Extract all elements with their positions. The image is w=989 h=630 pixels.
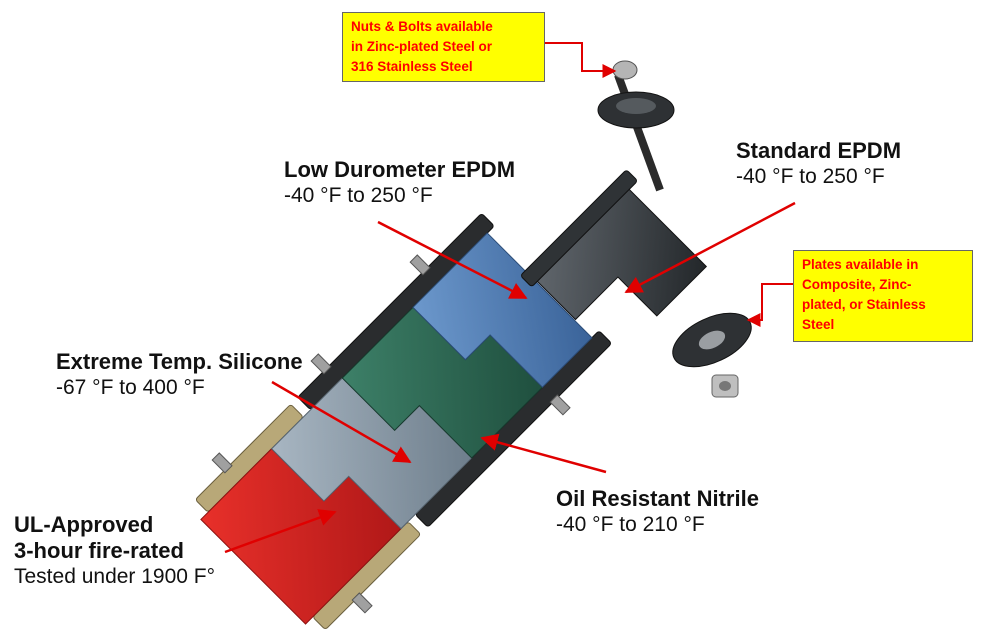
- label-oil-nitrile: Oil Resistant Nitrile -40 °F to 210 °F: [556, 486, 759, 538]
- arrow-extreme-silicone: [271, 380, 412, 464]
- side-plate-assembly: [672, 312, 752, 398]
- standard-epdm-seal: [521, 170, 708, 321]
- note-line: Composite, Zinc-: [802, 277, 912, 292]
- note-line: plated, or Stainless: [802, 297, 926, 312]
- bolt: [549, 394, 571, 416]
- note-line: Nuts & Bolts available: [351, 19, 493, 34]
- note-line: 316 Stainless Steel: [351, 59, 473, 74]
- label-title: UL-Approved: [14, 512, 154, 537]
- top-bolt-assembly: [597, 60, 675, 192]
- label-tested: Tested under 1900 F°: [14, 565, 216, 588]
- bolt: [211, 452, 233, 474]
- note-line: Steel: [802, 317, 835, 332]
- label-title: Low Durometer EPDM: [284, 157, 516, 182]
- note-line: in Zinc-plated Steel or: [351, 39, 493, 54]
- label-ul-approved: UL-Approved 3-hour fire-rated Tested und…: [14, 512, 215, 590]
- plates-note: Plates available in Composite, Zinc- pla…: [793, 250, 973, 342]
- seal-stack: [195, 214, 611, 630]
- bolt: [310, 353, 332, 375]
- arrow-low-durometer: [377, 220, 528, 300]
- nuts-bolts-note: Nuts & Bolts available in Zinc-plated St…: [342, 12, 545, 82]
- label-standard-epdm: Standard EPDM -40 °F to 250 °F: [736, 138, 901, 190]
- label-low-durometer: Low Durometer EPDM -40 °F to 250 °F: [284, 157, 515, 209]
- arrow-nuts-bolts: [545, 42, 617, 78]
- label-range: -40 °F to 250 °F: [284, 184, 433, 207]
- arrow-oil-nitrile: [480, 433, 607, 474]
- label-title: Extreme Temp. Silicone: [56, 349, 303, 374]
- arrow-plates: [746, 283, 793, 327]
- label-subtitle: 3-hour fire-rated: [14, 538, 184, 563]
- bolt: [409, 254, 431, 276]
- label-extreme-silicone: Extreme Temp. Silicone -67 °F to 400 °F: [56, 349, 303, 401]
- arrow-standard-epdm: [624, 201, 796, 294]
- bolt: [351, 592, 373, 614]
- note-line: Plates available in: [802, 257, 919, 272]
- arrow-ul-approved: [224, 509, 337, 554]
- label-title: Standard EPDM: [736, 138, 902, 163]
- label-range: -67 °F to 400 °F: [56, 376, 205, 399]
- low-durometer-seal: [412, 232, 593, 388]
- label-title: Oil Resistant Nitrile: [556, 486, 759, 511]
- label-range: -40 °F to 250 °F: [736, 165, 885, 188]
- label-range: -40 °F to 210 °F: [556, 513, 705, 536]
